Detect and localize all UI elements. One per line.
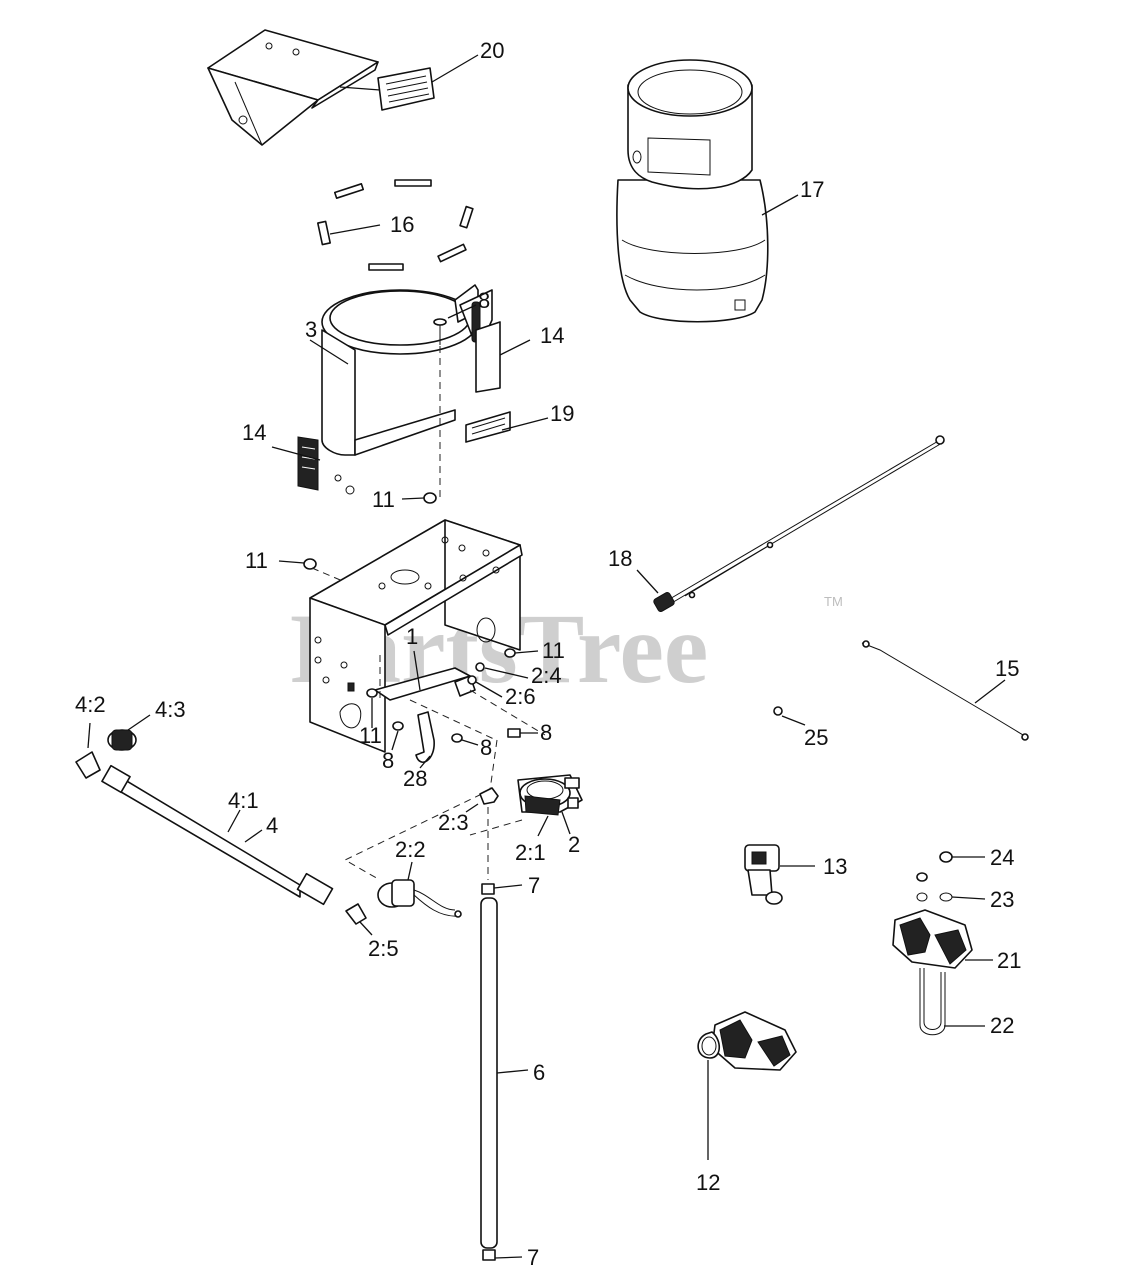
callout-24: 24 xyxy=(990,845,1014,870)
part-12-clamp xyxy=(697,1031,721,1059)
part-16-pins xyxy=(317,179,474,271)
callout-11-left: 11 xyxy=(245,548,268,573)
callout-22: 22 xyxy=(990,1013,1014,1038)
callout-14-lower: 14 xyxy=(242,420,266,445)
part-2-regulator xyxy=(517,774,583,816)
part-2-6-fitting xyxy=(467,675,477,685)
part-8-screw-right xyxy=(507,728,521,738)
callout-13: 13 xyxy=(823,854,847,879)
callout-19: 19 xyxy=(550,401,574,426)
callout-7-lower: 7 xyxy=(527,1245,539,1270)
callout-14-upper: 14 xyxy=(540,323,564,348)
callout-6: 6 xyxy=(533,1060,545,1085)
part-14-tag-upper xyxy=(475,321,501,393)
part-15-cable xyxy=(861,640,1029,741)
part-11-nut-left xyxy=(303,558,317,570)
part-22-u-bolt xyxy=(919,968,946,1036)
callout-11-right: 11 xyxy=(542,638,565,663)
callout-18: 18 xyxy=(608,546,632,571)
callout-1: 1 xyxy=(406,624,418,649)
callout-11-top: 11 xyxy=(372,487,395,512)
callout-4: 4 xyxy=(266,813,278,838)
callout-8-lower: 8 xyxy=(382,748,394,773)
callout-8-top: 8 xyxy=(478,288,490,313)
watermark-trademark: TM xyxy=(824,594,843,609)
part-18-harness xyxy=(653,435,945,612)
part-13-valve xyxy=(744,844,783,905)
battery-unlabeled xyxy=(711,1011,797,1071)
part-2-4-fitting xyxy=(475,662,485,672)
callout-4-3: 4:3 xyxy=(155,697,186,722)
part-8-screw-mid xyxy=(451,733,463,743)
part-11-nut-top xyxy=(423,492,437,504)
callout-15: 15 xyxy=(995,656,1019,681)
callout-21: 21 xyxy=(997,948,1021,973)
callout-2-6: 2:6 xyxy=(505,684,536,709)
part-19-label xyxy=(465,411,511,443)
part-21-battery xyxy=(892,909,973,969)
callout-12: 12 xyxy=(696,1170,720,1195)
callout-11-lower: 11 xyxy=(359,723,382,748)
part-4-3-fitting xyxy=(107,729,137,751)
part-14-tag-lower xyxy=(297,436,319,491)
callout-2: 2 xyxy=(568,832,580,857)
part-25-nut xyxy=(773,706,783,716)
part-24-nut xyxy=(939,851,953,863)
part-6-tube xyxy=(480,897,498,1249)
part-20-cover-plate xyxy=(207,29,435,146)
callout-2-3: 2:3 xyxy=(438,810,469,835)
part-1-main-bracket xyxy=(309,519,523,753)
part-8-screw-top xyxy=(433,318,447,345)
callout-3: 3 xyxy=(305,317,317,342)
callout-20: 20 xyxy=(480,38,504,63)
part-28-clip xyxy=(415,711,435,763)
callout-2-5: 2:5 xyxy=(368,936,399,961)
callout-8-mid: 8 xyxy=(480,735,492,760)
callout-7-upper: 7 xyxy=(528,873,540,898)
callout-8-right: 8 xyxy=(540,720,552,745)
part-24-nut-left xyxy=(916,872,928,882)
part-4-hose xyxy=(75,751,367,925)
callout-28: 28 xyxy=(403,766,427,791)
part-17-propane-tank xyxy=(616,59,769,323)
callout-2-4: 2:4 xyxy=(531,663,562,688)
part-11-nut-lower xyxy=(366,688,378,698)
callout-4-1: 4:1 xyxy=(228,788,259,813)
callout-2-1: 2:1 xyxy=(515,840,546,865)
callout-17: 17 xyxy=(800,177,824,202)
callout-23: 23 xyxy=(990,887,1014,912)
part-11-nut-right xyxy=(504,648,516,658)
part-3-tank-band xyxy=(321,284,493,495)
part-8-screw-lower xyxy=(392,721,404,731)
callout-2-2: 2:2 xyxy=(395,837,426,862)
part-2-3-elbow xyxy=(479,787,499,805)
part-7-fitting-lower xyxy=(482,1249,496,1261)
part-23-washer xyxy=(916,892,953,902)
callout-16: 16 xyxy=(390,212,414,237)
part-7-fitting-upper xyxy=(481,883,495,895)
callout-4-2: 4:2 xyxy=(75,692,106,717)
part-2-2-solenoid xyxy=(377,879,462,918)
callout-25: 25 xyxy=(804,725,828,750)
